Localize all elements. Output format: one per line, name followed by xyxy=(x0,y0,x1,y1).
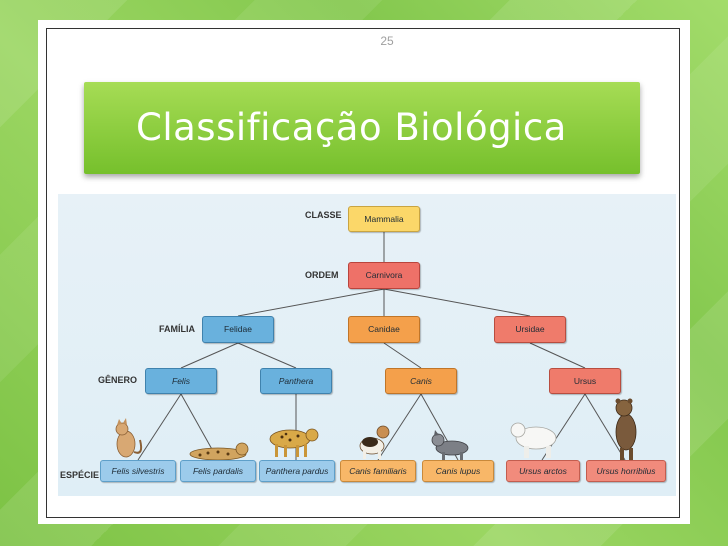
node-especie-canis-lupus: Canis lupus xyxy=(422,460,494,482)
node-genero-ursus: Ursus xyxy=(549,368,621,394)
slide-title: Classificação Biológica xyxy=(136,106,567,149)
node-ordem: Carnivora xyxy=(348,262,420,289)
connector-line xyxy=(384,343,421,368)
connector-line xyxy=(384,289,530,316)
node-especie-canis-familiaris: Canis familiaris xyxy=(340,460,416,482)
wolf-illustration xyxy=(432,430,468,460)
rank-label-especie: ESPÉCIE xyxy=(60,470,99,480)
node-genero-felis: Felis xyxy=(145,368,217,394)
connector-line xyxy=(530,343,585,368)
node-familia-ursidae: Ursidae xyxy=(494,316,566,343)
beagle-illustration xyxy=(360,426,389,459)
classification-figure: CLASSE ORDEM FAMÍLIA GÊNERO ESPÉCIE Mamm… xyxy=(58,194,676,496)
node-genero-canis: Canis xyxy=(385,368,457,394)
node-familia-canidae: Canidae xyxy=(348,316,420,343)
tree-connectors xyxy=(58,194,676,496)
ocelot-illustration xyxy=(190,443,248,460)
node-especie-ursus-arctos: Ursus arctos xyxy=(506,460,580,482)
leopard-illustration xyxy=(270,429,318,457)
node-especie-felis-silvestris: Felis silvestris xyxy=(100,460,176,482)
connector-line xyxy=(181,343,238,368)
rank-label-familia: FAMÍLIA xyxy=(159,324,195,334)
node-classe: Mammalia xyxy=(348,206,420,232)
rank-label-genero: GÊNERO xyxy=(98,375,137,385)
rank-label-classe: CLASSE xyxy=(305,210,342,220)
node-especie-ursus-horribilus: Ursus horribilus xyxy=(586,460,666,482)
title-banner: Classificação Biológica xyxy=(84,82,640,174)
node-genero-panthera: Panthera xyxy=(260,368,332,394)
node-familia-felidae: Felidae xyxy=(202,316,274,343)
polar-bear-illustration xyxy=(511,423,556,458)
cat-illustration xyxy=(116,418,141,457)
node-especie-felis-pardalis: Felis pardalis xyxy=(180,460,256,482)
node-especie-panthera-pardus: Panthera pardus xyxy=(259,460,335,482)
connector-line xyxy=(238,343,296,368)
rank-label-ordem: ORDEM xyxy=(305,270,339,280)
page-number: 25 xyxy=(367,29,407,53)
grizzly-bear-illustration xyxy=(616,399,637,461)
connector-line xyxy=(238,289,384,316)
connector-line xyxy=(138,394,181,460)
